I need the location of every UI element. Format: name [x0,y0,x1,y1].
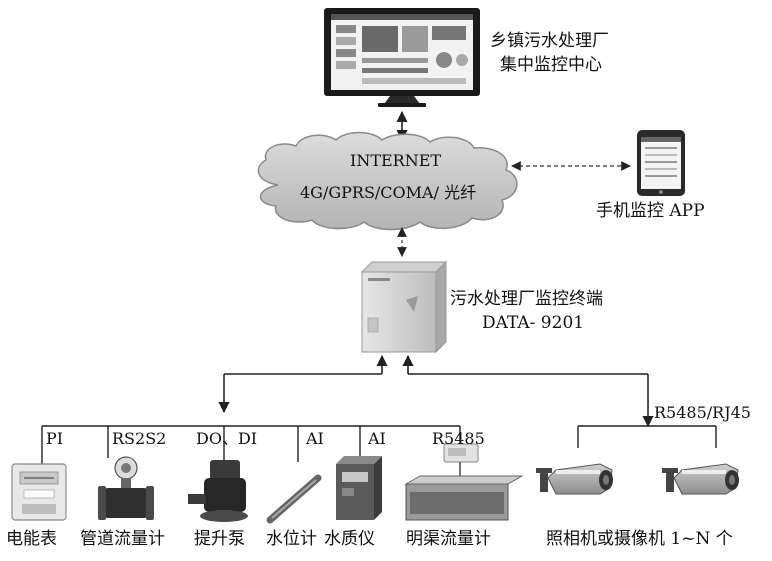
device-label-meter: 电能表 [6,529,57,549]
device-label-cameras: 照相机或摄像机 1~N 个 [546,529,733,549]
water-level-meter-icon [266,474,322,524]
bus-label-ai-2: AI [368,429,386,448]
network-label-line2: 4G/GPRS/COMA/ 光纤 [300,183,477,202]
terminal-label-line1: 污水处理厂监控终端 [450,289,603,309]
device-label-channel-flow: 明渠流量计 [406,529,491,549]
bus-label-camera: R5485/RJ45 [654,403,751,422]
energy-meter-icon [11,463,67,521]
terminal-cabinet-icon [360,260,448,354]
bus-label-r5485: R5485 [432,429,485,448]
bus-label-rs2s2: RS2S2 [112,429,167,448]
phone-icon [637,130,685,196]
water-quality-analyzer-icon [336,456,382,520]
cloud-icon [257,131,518,231]
camera-icon-2 [662,463,739,495]
mobile-app-label: 手机监控 APP [596,201,705,221]
lift-pump-icon [188,460,248,522]
device-label-level: 水位计 [266,529,317,549]
camera-icon-1 [536,463,613,495]
center-label-line1: 乡镇污水处理厂 [490,31,609,51]
bus-label-ai-1: AI [306,429,324,448]
pipe-flowmeter-icon [98,456,154,520]
monitor-icon [324,8,480,107]
device-label-pump: 提升泵 [194,529,245,549]
device-label-pipe-flow: 管道流量计 [80,529,165,549]
bus-label-pi: PI [46,429,64,448]
network-label-line1: INTERNET [350,151,442,170]
terminal-label-line2: DATA- 9201 [482,313,585,333]
device-label-quality: 水质仪 [324,529,375,549]
open-channel-flowmeter-icon [404,443,524,521]
bus-label-do-di: DO、DI [196,429,258,448]
center-label-line2: 集中监控中心 [500,55,602,75]
